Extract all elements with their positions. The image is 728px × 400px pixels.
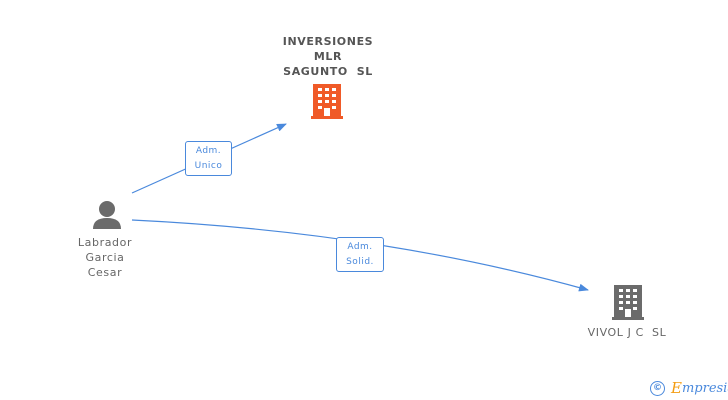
node-label-line: VIVOL J C SL — [587, 326, 667, 339]
node-label-inversiones[interactable]: INVERSIONES MLR SAGUNTO SL — [265, 34, 391, 79]
empresia-watermark: © Empresia — [650, 379, 728, 397]
node-label-line: Cesar — [87, 266, 123, 279]
brand-logo-e: E — [671, 379, 682, 397]
building-icon[interactable] — [612, 285, 644, 320]
edge-label-adm-solid[interactable]: Adm. Solid. — [336, 237, 384, 272]
edge-label-line: Adm. — [347, 242, 373, 252]
node-label-line: SAGUNTO SL — [283, 65, 373, 78]
person-icon[interactable] — [93, 201, 121, 229]
edge-label-line: Solid. — [346, 257, 374, 267]
node-label-line: INVERSIONES — [282, 35, 374, 48]
node-label-line: MLR — [313, 50, 343, 63]
node-label-labrador[interactable]: Labrador Garcia Cesar — [62, 235, 148, 280]
edge-label-adm-unico[interactable]: Adm. Unico — [185, 141, 232, 176]
edge-label-line: Unico — [194, 161, 223, 171]
node-label-vivol[interactable]: VIVOL J C SL — [574, 325, 680, 340]
building-icon[interactable] — [311, 84, 343, 119]
node-label-line: Labrador — [77, 236, 133, 249]
edge-label-line: Adm. — [195, 146, 222, 156]
copyright-icon: © — [650, 380, 665, 396]
brand-logo-text: mpresia — [681, 380, 728, 396]
node-label-line: Garcia — [85, 251, 125, 264]
